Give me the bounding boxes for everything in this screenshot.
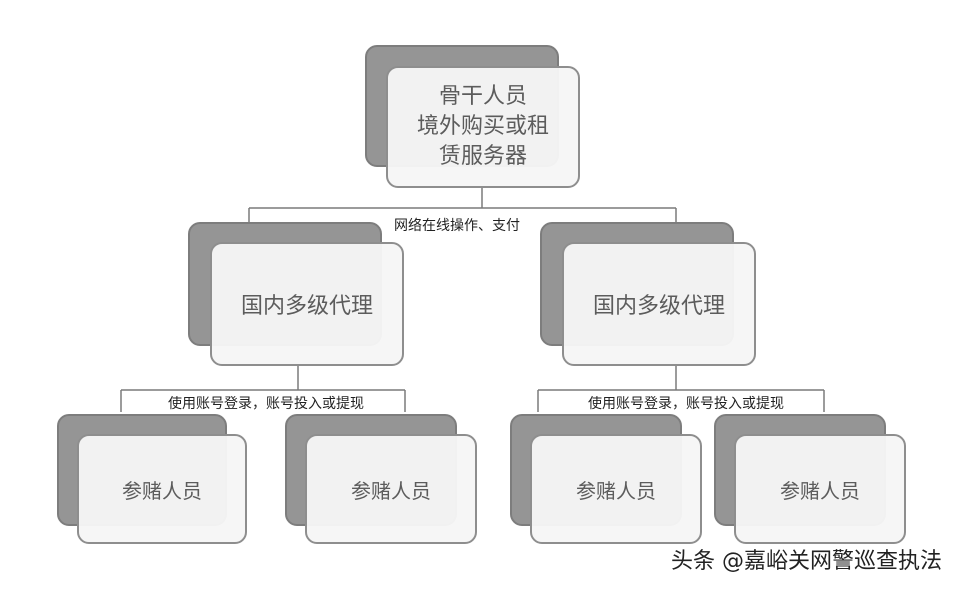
edge-label-left: 使用账号登录，账号投入或提现 (166, 395, 366, 413)
root-line-1: 骨干人员 (438, 84, 527, 109)
agent-node-left-card: 国内多级代理 (210, 242, 404, 366)
agent-label-right: 国内多级代理 (592, 294, 725, 319)
root-node: 骨干人员 境外购买或租 赁服务器 (365, 45, 580, 190)
gambler-label-3: 参赌人员 (576, 478, 656, 503)
gambler-node-1-card: 参赌人员 (77, 434, 247, 544)
watermark: 头条 @嘉峪关网警巡查执法 (671, 549, 942, 574)
root-node-card: 骨干人员 境外购买或租 赁服务器 (386, 66, 580, 188)
gambler-node-2: 参赌人员 (285, 414, 477, 544)
gambler-node-4: 参赌人员 (714, 414, 906, 544)
agent-label-left: 国内多级代理 (240, 294, 373, 319)
agent-node-left: 国内多级代理 (188, 222, 404, 366)
gambler-node-4-card: 参赌人员 (734, 434, 906, 544)
edge-label-top: 网络在线操作、支付 (392, 217, 522, 235)
root-node-text: 骨干人员 境外购买或租 赁服务器 (417, 82, 549, 172)
gambler-label-4: 参赌人员 (780, 478, 860, 503)
agent-node-right: 国内多级代理 (540, 222, 756, 366)
agent-node-right-card: 国内多级代理 (562, 242, 756, 366)
edge-label-right: 使用账号登录，账号投入或提现 (586, 395, 786, 413)
gambler-node-3-card: 参赌人员 (530, 434, 702, 544)
root-line-3: 赁服务器 (438, 144, 527, 169)
gambler-label-2: 参赌人员 (351, 478, 431, 503)
gambler-label-1: 参赌人员 (122, 478, 202, 503)
root-line-2: 境外购买或租 (416, 114, 549, 139)
gambler-node-1: 参赌人员 (57, 414, 247, 544)
gambler-node-2-card: 参赌人员 (305, 434, 477, 544)
gambler-node-3: 参赌人员 (510, 414, 702, 544)
